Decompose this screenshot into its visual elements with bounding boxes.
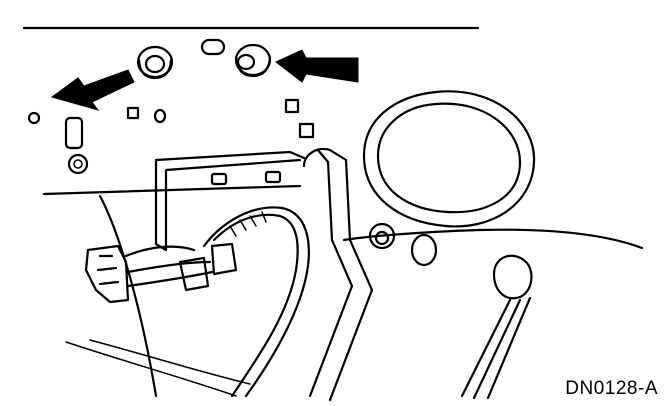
right-rod-opening (460, 254, 533, 400)
panel-lower-edge (42, 184, 302, 196)
loose-wire (98, 194, 158, 398)
right-pin-bushing (234, 43, 272, 78)
handle-recess (154, 150, 306, 252)
tall-slot (64, 116, 84, 150)
lower-hole-left (368, 222, 396, 250)
hole (67, 153, 89, 175)
arrow-right (275, 49, 359, 83)
hole (27, 111, 41, 125)
wiring-harness (84, 206, 310, 398)
loose-wire (65, 341, 237, 397)
left-pin-bushing (136, 45, 174, 80)
hole (153, 108, 167, 124)
loose-wire (89, 339, 251, 385)
hole (284, 98, 300, 114)
hole (73, 159, 83, 169)
top-slot (200, 38, 226, 56)
hole (298, 122, 315, 139)
speaker-opening (362, 90, 536, 228)
figure-reference-code: DN0128-A (565, 378, 658, 399)
lock-rod-channel (302, 147, 374, 402)
lower-hole-right (410, 233, 438, 267)
hole (126, 106, 140, 120)
arrow-left (50, 69, 135, 111)
